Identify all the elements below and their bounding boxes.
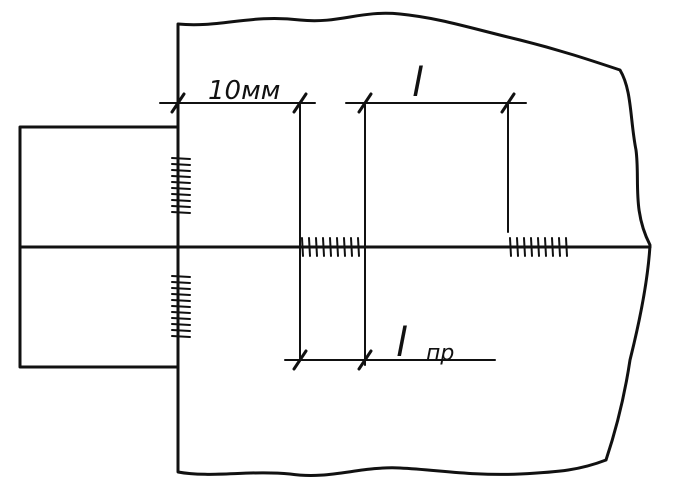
- weld-hatch-mark: [336, 237, 339, 257]
- weld-hatch-mark: [171, 287, 191, 290]
- weld-hatch-mark: [171, 163, 191, 166]
- weld-hatch-mark: [565, 237, 568, 257]
- dim-tick-weld-left: [357, 92, 373, 114]
- weld-hatch-mark: [308, 237, 311, 257]
- dim-tick-gap-left: [292, 349, 308, 371]
- edge-weld-lower: [171, 275, 191, 338]
- weld-hatch-mark: [322, 237, 325, 257]
- weld-hatch-mark: [171, 187, 191, 190]
- weld-hatch-mark: [329, 237, 332, 257]
- weld-hatch-mark: [171, 205, 191, 208]
- dim-tick-offset-right: [292, 92, 308, 114]
- weld-hatch-mark: [509, 237, 512, 257]
- weld-hatch-mark: [171, 335, 191, 338]
- weld-hatch-mark: [171, 169, 191, 172]
- weld-hatch-mark: [558, 237, 561, 257]
- label-gap-length: l: [396, 320, 407, 366]
- label-weld-length: l: [412, 60, 423, 106]
- weld-hatch-mark: [171, 299, 191, 302]
- weld-hatch-mark: [357, 237, 360, 257]
- label-gap-subscript: пр: [426, 341, 454, 366]
- edge-weld-upper: [171, 157, 191, 214]
- weld-segment-1: [301, 237, 360, 257]
- weld-hatch-mark: [350, 237, 353, 257]
- weld-hatch-mark: [171, 329, 191, 332]
- weld-hatch-mark: [537, 237, 540, 257]
- weld-hatch-mark: [523, 237, 526, 257]
- weld-hatch-mark: [171, 193, 191, 196]
- base-plate-outline: [176, 11, 652, 478]
- weld-hatch-mark: [171, 317, 191, 320]
- weld-hatch-mark: [171, 175, 191, 178]
- weld-hatch-mark: [530, 237, 533, 257]
- weld-hatch-mark: [171, 305, 191, 308]
- weld-hatch-mark: [171, 157, 191, 160]
- weld-hatch-mark: [171, 181, 191, 184]
- weld-hatch-mark: [343, 237, 346, 257]
- dim-tick-gap-right: [357, 349, 373, 371]
- weld-hatch-mark: [551, 237, 554, 257]
- weld-segment-2: [509, 237, 568, 257]
- weld-hatch-mark: [171, 293, 191, 296]
- weld-hatch-mark: [315, 237, 318, 257]
- dim-tick-weld-right: [500, 92, 516, 114]
- weld-hatch-mark: [301, 237, 304, 257]
- weld-hatch-mark: [516, 237, 519, 257]
- weld-hatch-mark: [171, 311, 191, 314]
- weld-hatch-mark: [171, 281, 191, 284]
- label-offset: 10мм: [208, 76, 280, 106]
- weld-hatch-mark: [171, 323, 191, 326]
- weld-hatch-mark: [171, 211, 191, 214]
- weld-hatch-mark: [544, 237, 547, 257]
- dim-tick-offset-left: [170, 92, 186, 114]
- weld-hatch-mark: [171, 199, 191, 202]
- weld-hatch-mark: [171, 275, 191, 278]
